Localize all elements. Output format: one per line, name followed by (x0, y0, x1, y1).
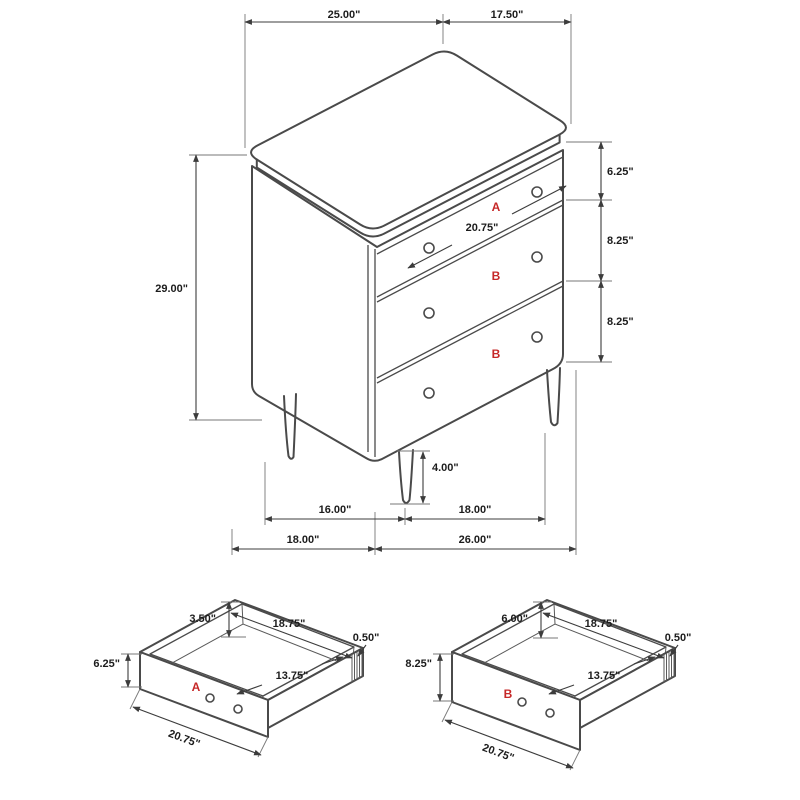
dim-leg-span-front: 18.00" (459, 504, 492, 516)
drawer-label-top: A (492, 200, 501, 214)
dim-a-side-thickness: 0.50" (353, 632, 380, 644)
dim-a-front-height: 6.25" (93, 658, 120, 670)
dim-line-a-interior-depth-1 (236, 684, 263, 695)
drawer-a-detail: 3.50" 18.75" 0.50" 6.25" 13.75" 20.75" A (93, 599, 380, 758)
drawer-a-label: A (192, 680, 201, 694)
dim-overall-depth: 18.00" (287, 534, 320, 546)
dim-b-interior-width: 18.75" (585, 618, 618, 630)
dim-overall-width: 26.00" (459, 534, 492, 546)
dim-line-b-side-thickness (669, 644, 679, 657)
dim-line-a-interior-width (230, 612, 353, 659)
dim-b-side-thickness: 0.50" (665, 632, 692, 644)
dim-line-a-front-width (132, 706, 262, 756)
chest-body (251, 149, 564, 462)
dim-line-drawer-width-2 (511, 185, 567, 215)
dim-b-front-width: 20.75" (481, 742, 516, 765)
dim-b-interior-depth: 13.75" (588, 670, 621, 682)
dim-line-a-side-thickness (357, 644, 367, 657)
main-chest-view: 25.00" 17.50" 29.00" 6.25" 8.25" 8.25" 2… (155, 9, 634, 555)
drawer-b-side-panel (579, 647, 676, 729)
dim-overall-height: 29.00" (155, 283, 188, 295)
dim-leg-span-side: 16.00" (319, 504, 352, 516)
dim-bottom-drawer-height: 8.25" (607, 316, 634, 328)
dim-line-b-interior-width (542, 612, 665, 659)
drawer-label-middle: B (492, 269, 501, 283)
drawer-knob (423, 387, 435, 399)
dim-line-a-interior-depth-2 (321, 656, 344, 665)
dim-b-front-height: 8.25" (405, 658, 432, 670)
dim-a-back-height: 3.50" (189, 613, 216, 625)
dim-leg-height: 4.00" (432, 462, 459, 474)
chest-right-leg (546, 367, 561, 427)
drawer-knob (531, 331, 543, 343)
dim-line-b-front-width (444, 719, 574, 769)
dim-line-drawer-width-1 (407, 244, 453, 269)
extension-lines (189, 14, 612, 555)
drawer-a-joint-stripes (351, 648, 363, 683)
drawer-knob (531, 186, 543, 198)
dim-b-back-height: 6.00" (501, 613, 528, 625)
chest-left-leg (283, 393, 297, 460)
drawer-knob (233, 704, 243, 714)
drawer-b-joint-stripes (663, 648, 675, 683)
drawer-knob (423, 307, 435, 319)
drawer-label-bottom: B (492, 347, 501, 361)
dim-top-width: 25.00" (328, 9, 361, 21)
drawer-division-lines (376, 156, 564, 384)
drawer-b-label: B (504, 687, 513, 701)
dim-middle-drawer-height: 8.25" (607, 235, 634, 247)
dim-top-drawer-height: 6.25" (607, 166, 634, 178)
dim-top-depth: 17.50" (491, 9, 524, 21)
drawer-knob (423, 242, 435, 254)
chest-front-leg (398, 449, 414, 504)
drawer-b-detail: 6.00" 18.75" 0.50" 8.25" 13.75" 20.75" B (405, 599, 692, 771)
dim-a-interior-width: 18.75" (273, 618, 306, 630)
chest-top-rim (255, 133, 561, 238)
drawer-knob (531, 251, 543, 263)
dim-line-b-interior-depth-2 (633, 656, 656, 665)
dim-drawer-front-width: 20.75" (466, 222, 499, 234)
drawer-knob (517, 697, 527, 707)
drawer-a-side-panel (267, 647, 364, 729)
dim-line-b-interior-depth-1 (548, 684, 575, 695)
drawer-knob (205, 693, 215, 703)
dim-a-interior-depth: 13.75" (276, 670, 309, 682)
chest-corner-post (367, 245, 376, 457)
drawer-knob (545, 708, 555, 718)
